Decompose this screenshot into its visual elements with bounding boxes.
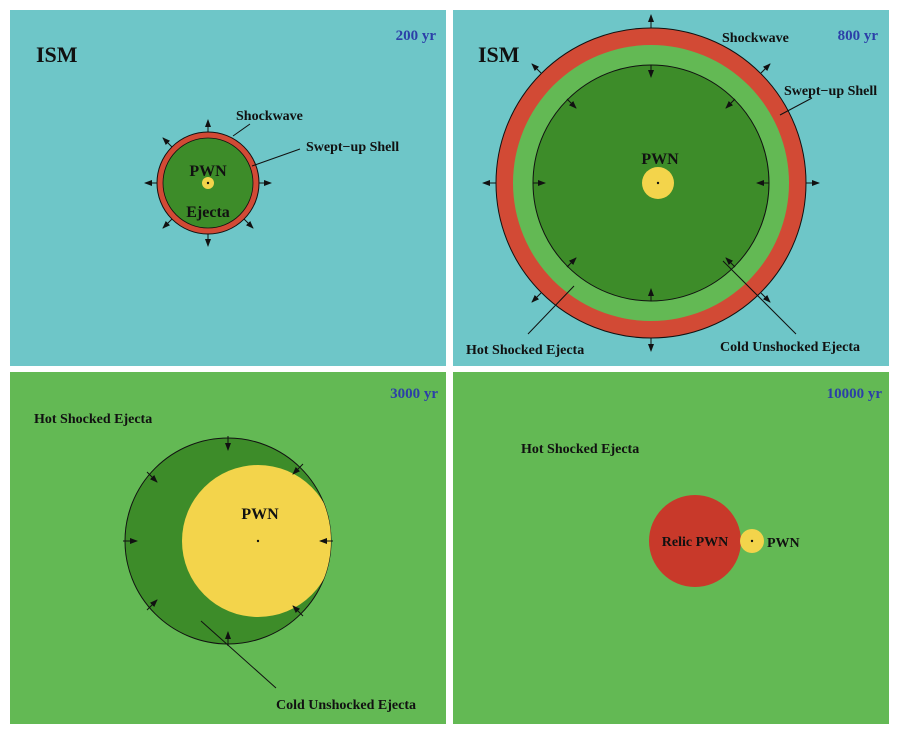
arrow	[566, 98, 577, 109]
expansion-arrows	[144, 119, 272, 247]
arrow	[531, 292, 542, 303]
age-label: 800 yr	[838, 28, 879, 44]
cold-unshocked-leader	[200, 620, 277, 689]
relic-pwn-label: Relic PWN	[662, 535, 728, 550]
shockwave-label: Shockwave	[722, 31, 789, 46]
arrow	[243, 218, 254, 229]
arrow	[531, 63, 542, 74]
age-label: 3000 yr	[390, 386, 438, 402]
arrow	[292, 605, 304, 617]
panel-3000yr: 3000 yr Hot Shocked Ejecta PWN Cold Unsh…	[10, 372, 446, 724]
pulsar-dot	[656, 181, 660, 185]
arrow	[725, 98, 736, 109]
outward-arrows	[482, 14, 820, 352]
age-label: 200 yr	[396, 28, 437, 44]
arrow	[162, 137, 173, 148]
panel-200yr: ISM 200 yr PWN Ejecta Shockwave Swept−up…	[10, 10, 446, 366]
arrow	[146, 599, 158, 611]
hot-shocked-label: Hot Shocked Ejecta	[466, 343, 584, 358]
arrow	[162, 218, 173, 229]
pulsar-dot	[750, 539, 754, 543]
shockwave-label: Shockwave	[236, 109, 303, 124]
arrow	[760, 63, 771, 74]
pwn-label: PWN	[241, 506, 279, 523]
swept-shell-leader	[251, 148, 301, 167]
relic-pwn-circle	[649, 495, 741, 587]
hot-shocked-label: Hot Shocked Ejecta	[521, 442, 639, 457]
arrow	[292, 463, 304, 475]
pwn-label: PWN	[767, 536, 800, 551]
hot-shocked-label: Hot Shocked Ejecta	[34, 412, 152, 427]
arrow	[566, 257, 577, 268]
arrow	[760, 292, 771, 303]
cold-unshocked-leader	[722, 260, 797, 335]
arrow	[725, 257, 736, 268]
cold-unshocked-label: Cold Unshocked Ejecta	[720, 340, 860, 355]
ejecta-label: Ejecta	[186, 204, 230, 221]
inward-arrows	[533, 65, 769, 301]
shockwave-leader	[232, 123, 251, 137]
cold-unshocked-label: Cold Unshocked Ejecta	[276, 698, 416, 713]
age-label: 10000 yr	[827, 386, 883, 402]
ism-label: ISM	[478, 42, 520, 67]
pulsar-dot	[206, 181, 210, 185]
swept-shell-label: Swept−up Shell	[784, 84, 877, 99]
inward-arrows	[123, 436, 333, 646]
pulsar-dot	[256, 539, 260, 543]
swept-shell-label: Swept−up Shell	[306, 140, 399, 155]
arrow	[146, 471, 158, 483]
hot-shocked-leader	[527, 285, 575, 335]
panel-10000yr: 10000 yr Hot Shocked Ejecta Relic PWN PW…	[453, 372, 889, 724]
pwn-label: PWN	[189, 163, 227, 180]
swept-shell-leader	[779, 97, 813, 116]
pwn-label: PWN	[641, 151, 679, 168]
ism-label: ISM	[36, 42, 78, 67]
panel-800yr: ISM 800 yr PWN Shockwave Swept−up Shell …	[453, 10, 889, 366]
